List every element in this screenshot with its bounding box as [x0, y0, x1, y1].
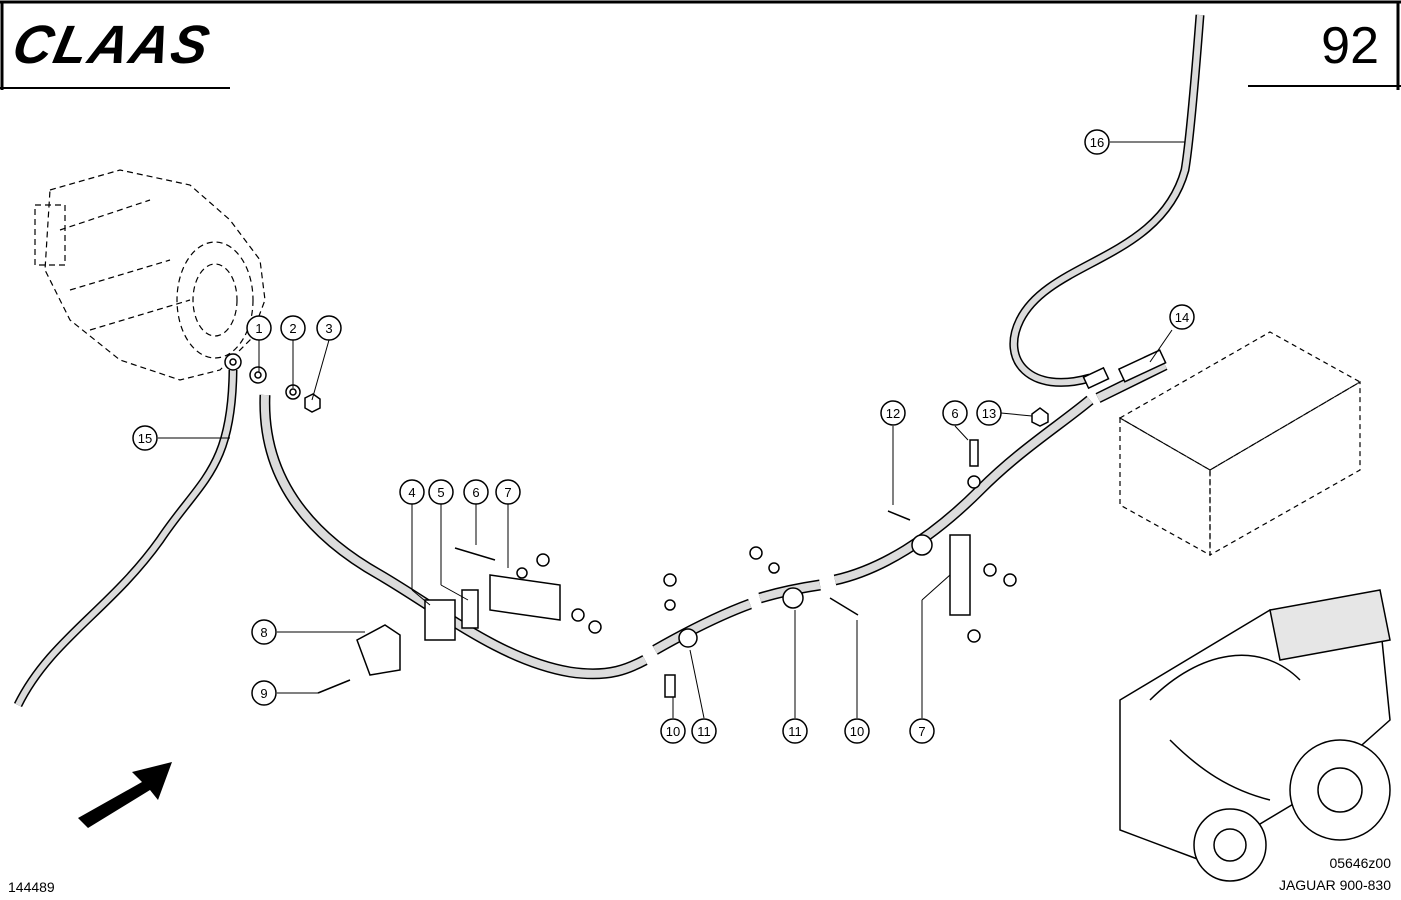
clamp-assembly-left	[317, 547, 602, 694]
callout-label-15: 15	[138, 431, 152, 446]
battery-phantom	[1118, 331, 1362, 557]
clamp-assembly-center	[663, 407, 1049, 698]
callout-13	[976, 400, 1002, 426]
callout-label-2: 2	[289, 321, 296, 336]
callout-label-16: 16	[1090, 135, 1104, 150]
callout-7a	[495, 479, 521, 505]
callout-label-4: 4	[408, 485, 415, 500]
callout-11a	[691, 718, 717, 744]
callout-7b	[909, 718, 935, 744]
callout-label-6a: 6	[472, 485, 479, 500]
callout-label-5: 5	[437, 485, 444, 500]
callout-label-7b: 7	[918, 724, 925, 739]
forage-harvester-illustration	[1119, 589, 1391, 882]
callout-label-11b: 11	[788, 724, 802, 739]
callout-8	[251, 619, 277, 645]
cable-15	[13, 353, 242, 707]
callout-label-11a: 11	[697, 724, 711, 739]
callout-14	[1169, 304, 1195, 330]
callout-label-6b: 6	[951, 406, 958, 421]
callout-3	[316, 315, 342, 341]
alternator-phantom	[34, 169, 266, 381]
callout-11b	[782, 718, 808, 744]
callout-5	[428, 479, 454, 505]
callouts	[132, 129, 1195, 744]
drawing-code: 05646z00	[1329, 855, 1391, 871]
callout-6a	[463, 479, 489, 505]
callout-16	[1084, 129, 1110, 155]
callout-label-10a: 10	[666, 724, 680, 739]
callout-2	[280, 315, 306, 341]
battery-terminal	[1082, 349, 1167, 390]
callout-label-9: 9	[260, 686, 267, 701]
callout-10a	[660, 718, 686, 744]
callout-10b	[844, 718, 870, 744]
callout-15	[132, 425, 158, 451]
callout-label-13: 13	[982, 406, 996, 421]
model-label: JAGUAR 900-830	[1278, 877, 1391, 893]
cable-16	[1009, 14, 1205, 387]
frame	[0, 0, 1401, 90]
callout-label-8: 8	[260, 625, 267, 640]
sheet-number: 144489	[8, 879, 55, 895]
callout-6b	[942, 400, 968, 426]
direction-arrow	[78, 762, 172, 828]
callout-label-7a: 7	[504, 485, 511, 500]
callout-label-1: 1	[255, 321, 262, 336]
callout-label-10b: 10	[850, 724, 864, 739]
callout-9	[251, 680, 277, 706]
callout-label-14: 14	[1175, 310, 1189, 325]
callout-4	[399, 479, 425, 505]
callout-12	[880, 400, 906, 426]
callout-labels: 1 2 3 4 5 6 7 8 9 10 11 11 10 7 12 6 13 …	[138, 135, 1189, 739]
callout-1	[246, 315, 272, 341]
leader-lines	[158, 141, 1185, 719]
callout-label-3: 3	[325, 321, 332, 336]
callout-label-12: 12	[886, 406, 900, 421]
page-number: 92	[1321, 17, 1379, 75]
